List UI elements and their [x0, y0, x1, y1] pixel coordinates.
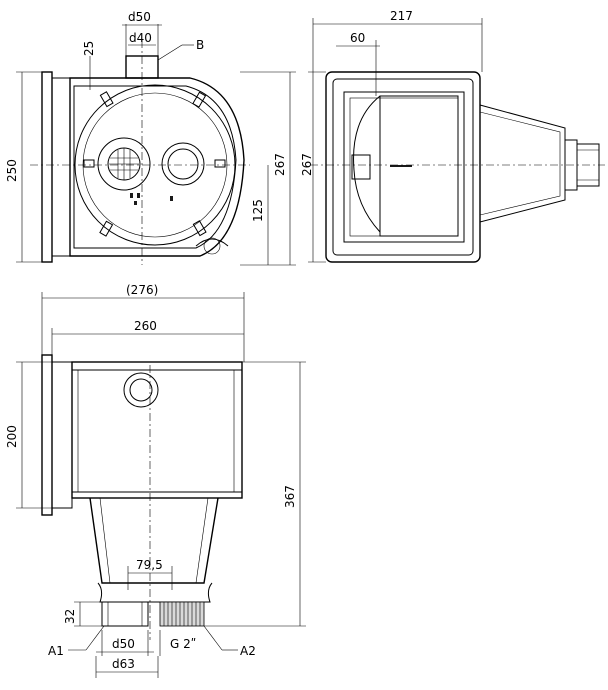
- dim-367: 367: [283, 485, 297, 508]
- dim-217: 217: [390, 9, 413, 23]
- top-view-port-left-outer: [97, 137, 151, 191]
- dim-267-right: 267: [300, 153, 314, 176]
- dim-276: (276): [126, 283, 158, 297]
- dim-260: 260: [134, 319, 157, 333]
- dim-d40: d40: [129, 31, 152, 45]
- dim-79-5: 79,5: [136, 558, 163, 572]
- dim-d50-bottom: d50: [112, 637, 135, 651]
- dim-d50-top: d50: [128, 10, 151, 24]
- dim-25: 25: [82, 41, 96, 56]
- side-view-body: [479, 104, 566, 223]
- dim-250: 250: [5, 159, 19, 182]
- front-view-flange: [41, 354, 53, 516]
- dim-G2: G 2ʺ: [170, 637, 196, 651]
- dim-60: 60: [350, 31, 365, 45]
- top-view-port-left-grid: [109, 148, 139, 180]
- dim-200: 200: [5, 425, 19, 448]
- front-view-lower-body: [89, 497, 219, 584]
- front-view-thread-lines: [163, 602, 201, 626]
- dim-125: 125: [251, 199, 265, 222]
- dim-d63: d63: [112, 657, 135, 671]
- dim-32: 32: [63, 609, 77, 624]
- label-A2: A2: [240, 644, 256, 658]
- top-view-port-right-outer: [161, 142, 205, 186]
- label-B: B: [196, 38, 204, 52]
- label-A1: A1: [48, 644, 64, 658]
- top-view-port-right: [167, 148, 199, 180]
- front-view-pipe-left: [101, 601, 149, 627]
- top-view: d50 d40 B 25 250 267 125: [5, 10, 296, 266]
- top-view-flange: [41, 71, 53, 263]
- front-view-body: [71, 361, 243, 499]
- top-view-body: [69, 77, 245, 257]
- top-view-body-inner: [73, 85, 237, 249]
- front-view-port-outer: [123, 372, 159, 408]
- front-view: (276) 260 200 367 79,5 32 A1 d50: [5, 283, 306, 678]
- side-view: 217 60 267: [300, 9, 605, 263]
- dim-267-left: 267: [273, 153, 287, 176]
- side-view-opening: [343, 91, 465, 243]
- front-view-thread: [159, 601, 205, 627]
- front-view-port: [129, 378, 153, 402]
- top-view-flange-inner: [51, 77, 71, 257]
